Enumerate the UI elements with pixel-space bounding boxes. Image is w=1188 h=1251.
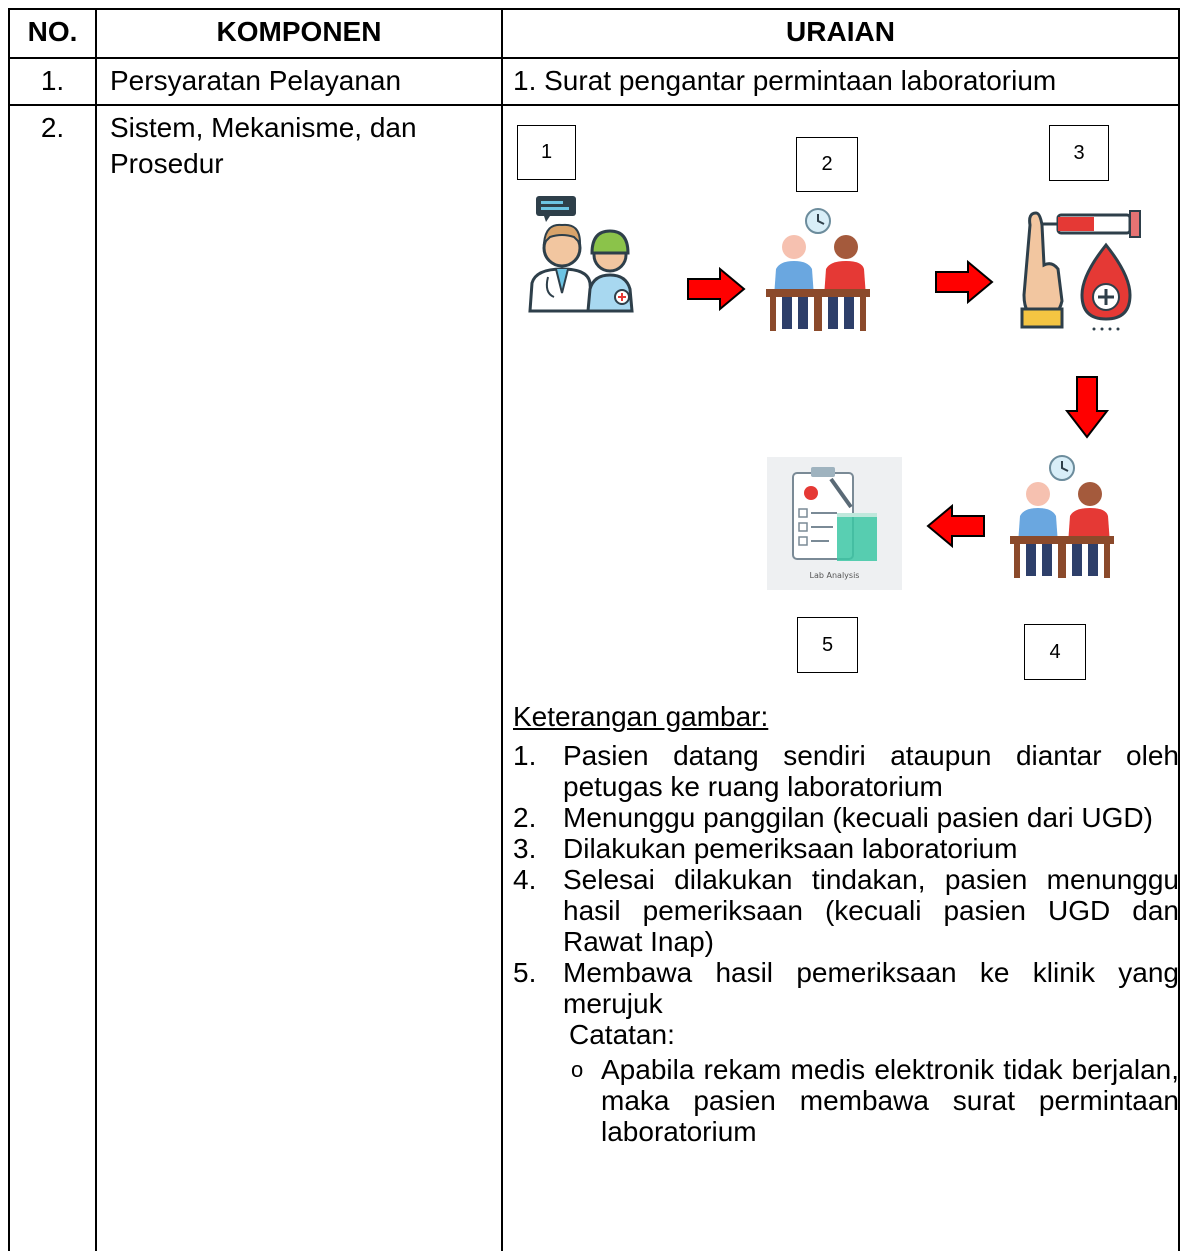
note-item-1: 1. Pasien datang sendiri ataupun diantar…: [513, 740, 1179, 802]
header-komponen: KOMPONEN: [216, 16, 382, 47]
note-number: 1.: [513, 740, 537, 771]
note-number: 4.: [513, 864, 537, 895]
lab-analysis-card: Lab Analysis: [767, 457, 902, 590]
table-border-right: [1178, 8, 1180, 1251]
header-no: NO.: [27, 16, 78, 47]
note-item-5: 5. Membawa hasil pemeriksaan ke klinik y…: [513, 957, 1179, 1019]
note-number: 2.: [513, 802, 537, 833]
lab-analysis-clipboard-icon: [792, 467, 877, 561]
step-number-5: 5: [797, 617, 858, 673]
step-number-3: 3: [1049, 125, 1109, 181]
catatan-item: o Apabila rekam medis elektronik tidak b…: [513, 1054, 1179, 1147]
waiting-patients-icon: [1010, 455, 1114, 578]
table-rule-header: [8, 57, 1180, 59]
note-text: Membawa hasil pemeriksaan ke klinik yang…: [563, 957, 1179, 1019]
row1-uraian: 1. Surat pengantar permintaan laboratori…: [513, 65, 1057, 96]
doctor-and-patient-icon: [528, 196, 634, 313]
row2-komponen-line1: Sistem, Mekanisme, dan: [110, 112, 417, 143]
table-col-divider-2: [501, 8, 503, 1251]
catatan-label: Catatan:: [569, 1019, 675, 1050]
row1-no: 1.: [40, 65, 65, 96]
step-number-2: 2: [796, 137, 858, 192]
row2-no: 2.: [40, 112, 65, 143]
step-number-4: 4: [1024, 624, 1086, 680]
table-col-divider-1: [95, 8, 97, 1251]
notes: Keterangan gambar: 1. Pasien datang send…: [513, 701, 1179, 1147]
note-text: Pasien datang sendiri ataupun diantar ol…: [563, 740, 1179, 802]
step-number-1: 1: [517, 125, 576, 180]
blood-test-icon: [1020, 210, 1141, 331]
arrow-right-icon: [935, 259, 994, 305]
note-item-2: 2. Menunggu panggilan (kecuali pasien da…: [513, 802, 1179, 833]
header-uraian: URAIAN: [786, 16, 895, 47]
catatan-text: Apabila rekam medis elektronik tidak ber…: [601, 1054, 1179, 1147]
table-rule-row1: [8, 104, 1180, 106]
waiting-patients-icon: [766, 208, 870, 331]
note-number: 3.: [513, 833, 537, 864]
notes-title: Keterangan gambar:: [513, 701, 769, 732]
note-item-3: 3. Dilakukan pemeriksaan laboratorium: [513, 833, 1179, 864]
table-border-left: [8, 8, 10, 1251]
arrow-down-icon: [1064, 376, 1110, 439]
note-text: Menunggu panggilan (kecuali pasien dari …: [563, 802, 1153, 833]
row1-komponen: Persyaratan Pelayanan: [110, 65, 402, 96]
note-text: Dilakukan pemeriksaan laboratorium: [563, 833, 1018, 864]
arrow-left-icon: [926, 503, 985, 549]
row2-komponen-line2: Prosedur: [110, 148, 224, 179]
note-text: Selesai dilakukan tindakan, pasien menun…: [563, 864, 1179, 957]
table-border-top: [8, 8, 1180, 10]
note-item-4: 4. Selesai dilakukan tindakan, pasien me…: [513, 864, 1179, 957]
bullet: o: [571, 1057, 584, 1082]
note-number: 5.: [513, 957, 537, 988]
lab-analysis-caption: Lab Analysis: [809, 571, 860, 580]
arrow-right-icon: [687, 266, 746, 312]
